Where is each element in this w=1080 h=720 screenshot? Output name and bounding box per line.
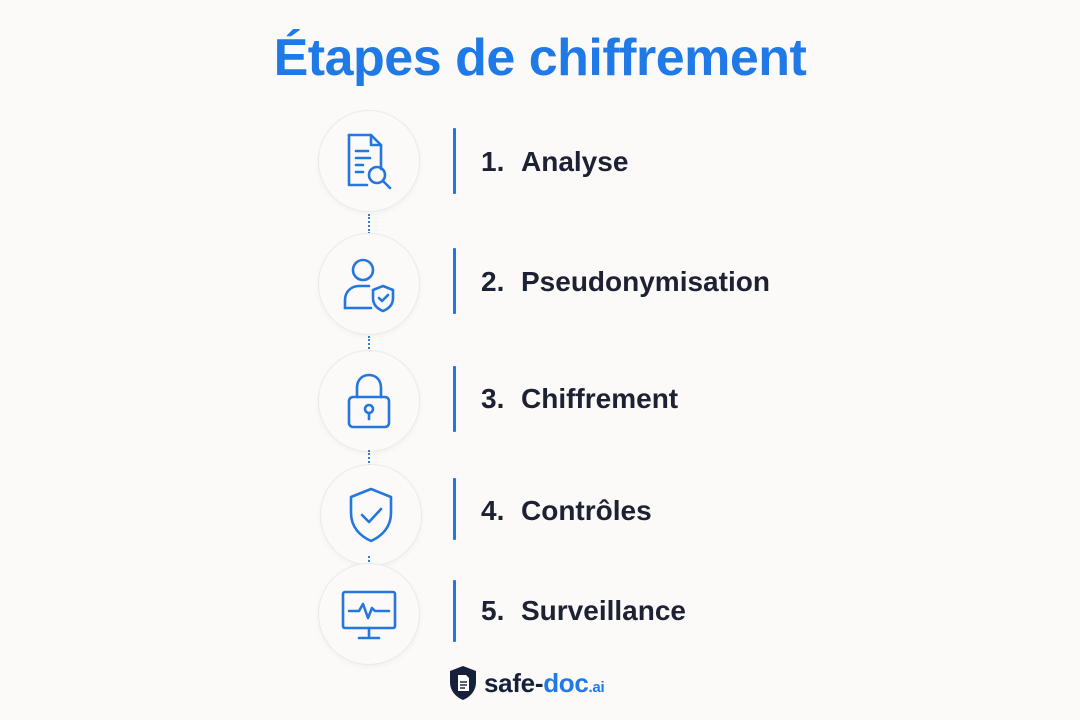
step-1-label: 1. Analyse — [481, 145, 628, 179]
connector-3-4 — [368, 450, 370, 466]
user-shield-icon — [343, 258, 395, 313]
step-1-number: 1. — [481, 146, 505, 177]
step-5-bar — [453, 580, 456, 642]
step-2-label: 2. Pseudonymisation — [481, 265, 770, 299]
brand-logo: safe-doc.ai — [448, 663, 605, 703]
step-1-bar — [453, 128, 456, 194]
shield-check-icon — [349, 487, 393, 543]
step-5-label: 5. Surveillance — [481, 594, 686, 628]
step-3-label: 3. Chiffrement — [481, 382, 678, 416]
step-4-icon-circle — [320, 464, 422, 566]
step-1-text: Analyse — [521, 146, 629, 177]
step-5-icon-circle — [318, 563, 420, 665]
document-search-icon — [347, 133, 392, 190]
step-5-number: 5. — [481, 595, 505, 626]
connector-1-2 — [368, 214, 370, 234]
shield-document-icon — [450, 666, 476, 700]
step-5-text: Surveillance — [521, 595, 686, 626]
step-1-icon-circle — [318, 110, 420, 212]
step-2-bar — [453, 248, 456, 314]
step-3-number: 3. — [481, 383, 505, 414]
step-4-bar — [453, 478, 456, 540]
connector-2-3 — [368, 336, 370, 352]
page-title: Étapes de chiffrement — [273, 29, 807, 87]
padlock-icon — [347, 373, 391, 429]
step-2-text: Pseudonymisation — [521, 266, 770, 297]
step-2-number: 2. — [481, 266, 505, 297]
step-3-bar — [453, 366, 456, 432]
brand-name: safe-doc.ai — [484, 667, 605, 699]
monitor-pulse-icon — [341, 590, 397, 640]
brand-name-accent: doc — [543, 667, 589, 698]
brand-name-main: safe- — [484, 667, 544, 698]
step-3-text: Chiffrement — [521, 383, 679, 414]
step-3-icon-circle — [318, 350, 420, 452]
brand-tld: .ai — [588, 678, 605, 696]
step-4-text: Contrôles — [521, 495, 652, 526]
step-4-number: 4. — [481, 495, 505, 526]
step-2-icon-circle — [318, 233, 420, 335]
step-4-label: 4. Contrôles — [481, 494, 652, 528]
